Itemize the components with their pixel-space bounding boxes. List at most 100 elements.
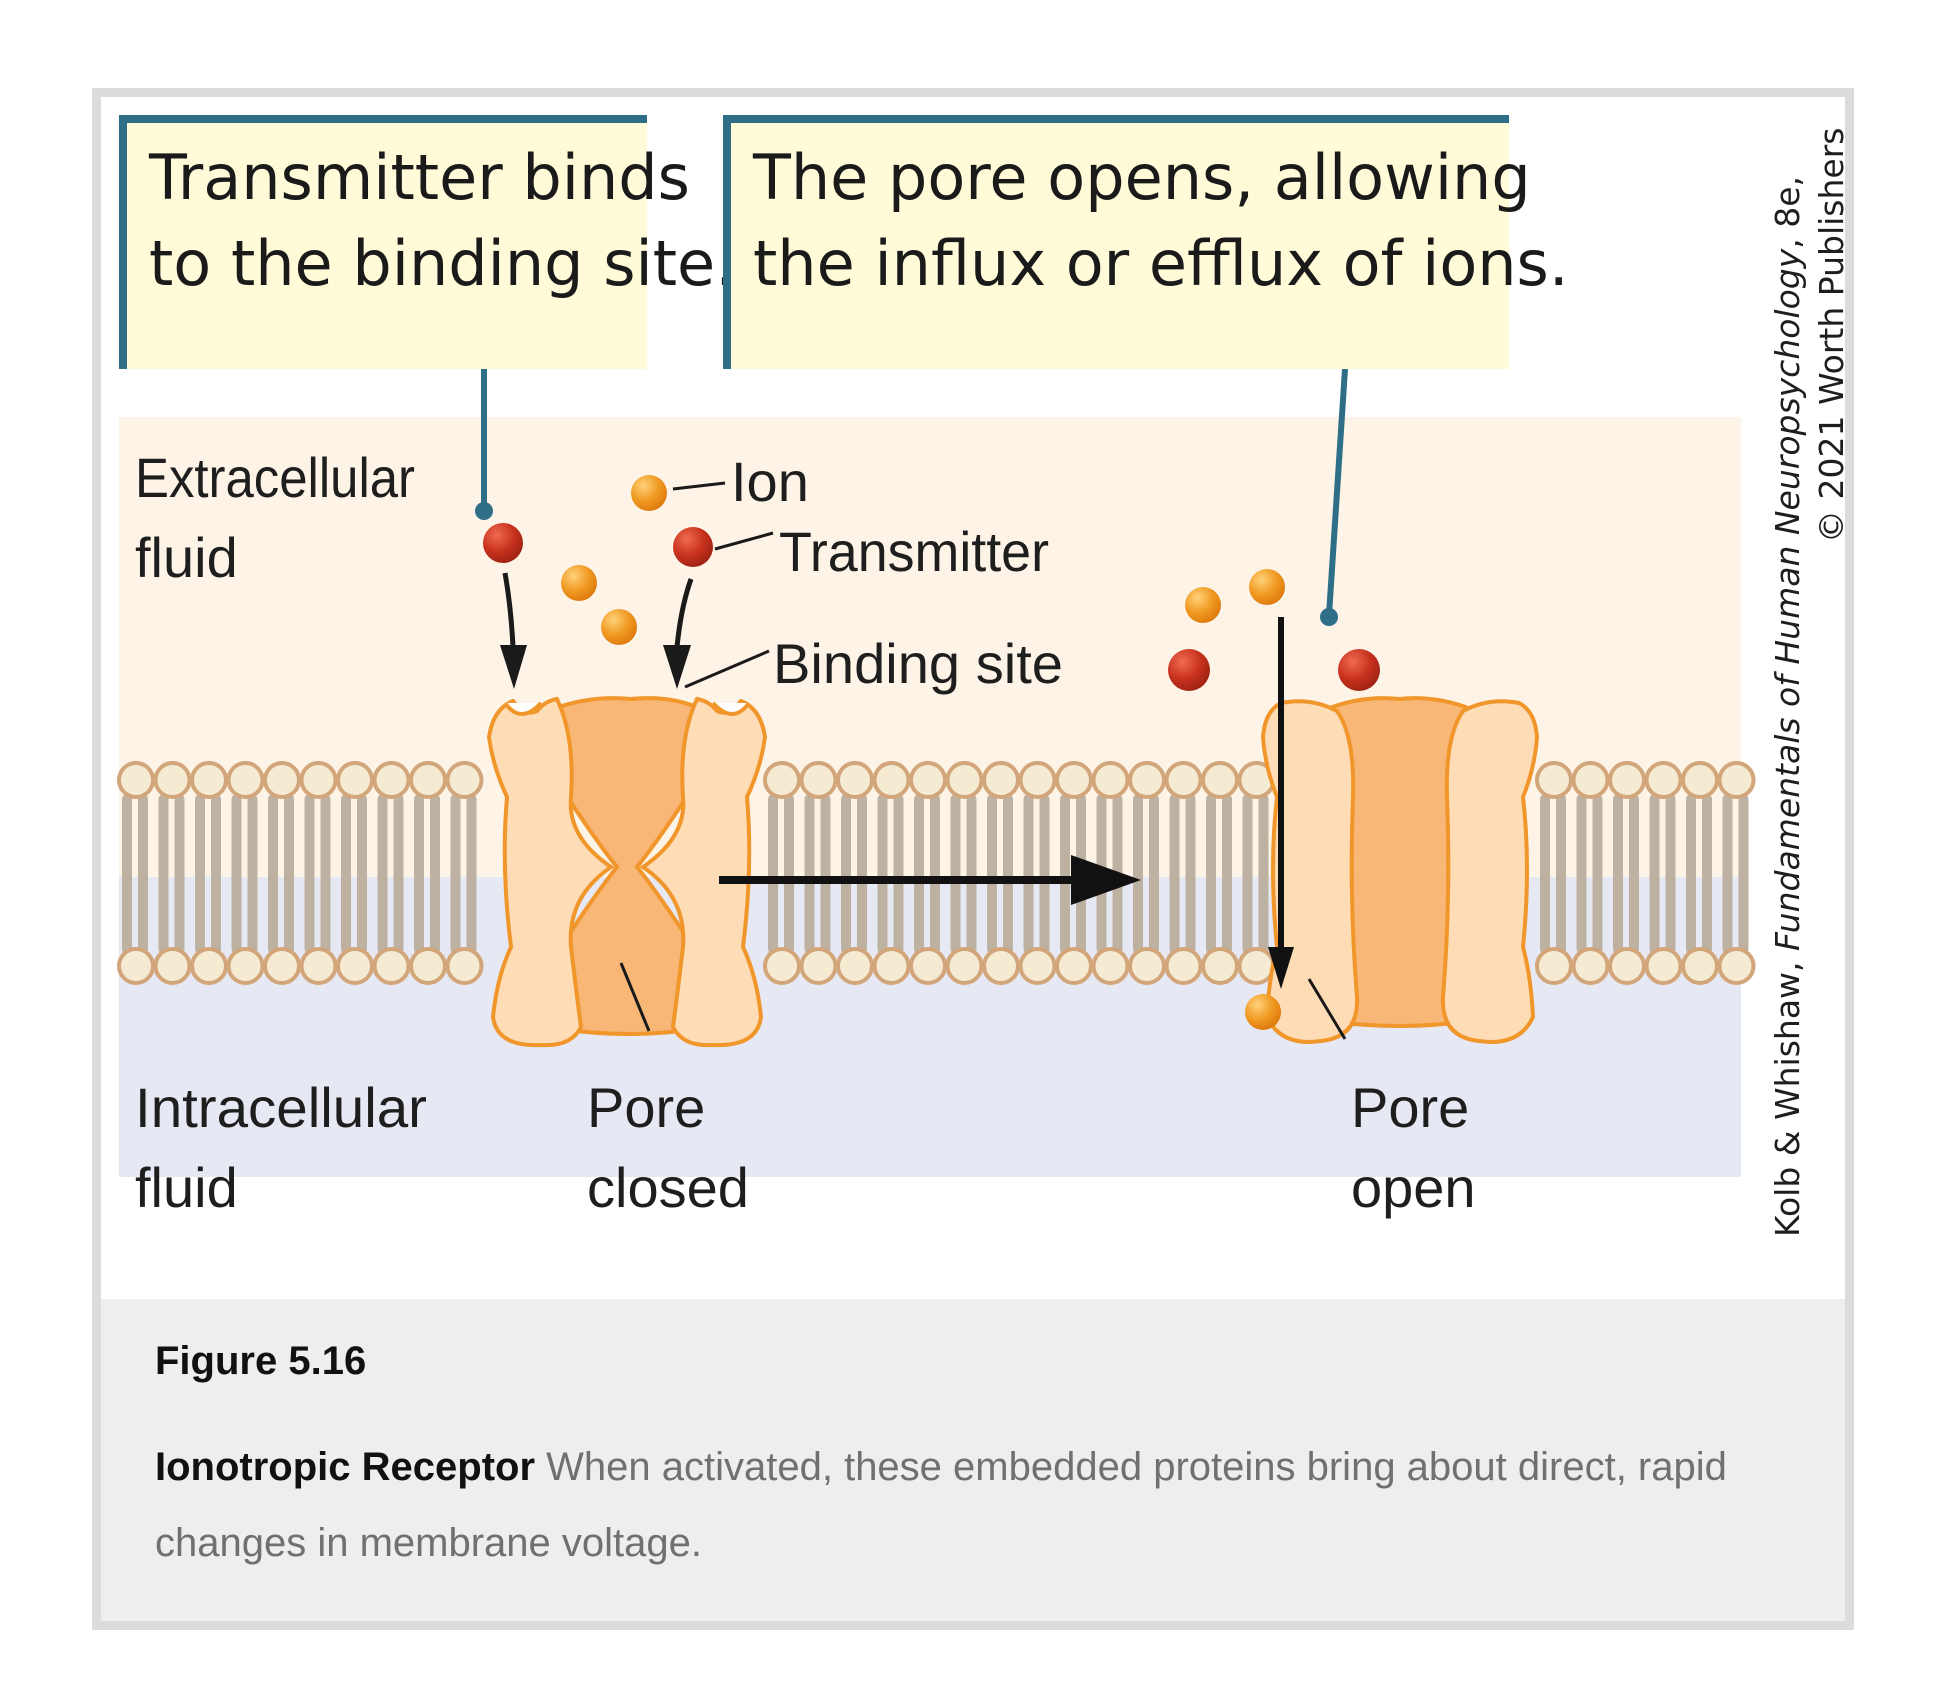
lipid-tail xyxy=(1629,862,1639,954)
lipid-head xyxy=(153,761,192,799)
lipid-head xyxy=(445,947,484,985)
credit-edition: , 8e, xyxy=(1768,176,1807,249)
lipid-tail xyxy=(430,862,440,954)
lipid-tail xyxy=(987,862,997,954)
lipid-tail xyxy=(966,862,977,954)
left-callout-connector-dot xyxy=(475,502,493,520)
lipid-head xyxy=(1535,947,1573,985)
transmitter-label: Transmitter xyxy=(779,520,1049,583)
lipid-tail xyxy=(1039,862,1050,954)
ion-particle xyxy=(1185,587,1221,623)
lipid-tail xyxy=(1738,862,1749,954)
lipid-head xyxy=(336,947,374,985)
right-callout-line1: The pore opens, allowing xyxy=(752,141,1531,214)
credit-line2: © 2021 Worth Publishers xyxy=(1812,128,1845,543)
lipid-tail xyxy=(1206,862,1216,954)
transmitter-leader-line xyxy=(714,531,774,551)
lipid-tail xyxy=(768,862,778,954)
lipid-head xyxy=(445,761,484,799)
lipid-head xyxy=(1201,761,1239,799)
lipid-tail xyxy=(804,862,815,954)
lipid-head xyxy=(1571,761,1610,799)
lipid-tail xyxy=(841,862,851,954)
lipid-tail xyxy=(1649,862,1660,954)
lipid-head xyxy=(299,761,338,799)
lipid-head xyxy=(1018,761,1057,799)
lipid-head xyxy=(336,761,374,799)
left-callout-box xyxy=(119,115,647,369)
closed-channel-right-subunit xyxy=(639,696,768,1048)
lipid-head xyxy=(117,761,155,799)
ion-label: Ion xyxy=(731,450,809,513)
credit-line1: Kolb & Whishaw, Fundamentals of Human Ne… xyxy=(1768,176,1807,1237)
lipid-head xyxy=(1128,761,1166,799)
lipid-head xyxy=(1164,761,1203,799)
lipid-head xyxy=(872,947,911,985)
left-callout-line1: Transmitter binds xyxy=(148,141,690,214)
lipid-head xyxy=(1055,947,1093,985)
binding-site-leader-line xyxy=(684,649,770,689)
ionotropic-receptor-diagram: Transmitter binds to the binding site. T… xyxy=(117,115,1851,1237)
lipid-tail xyxy=(784,862,794,954)
lipid-tail xyxy=(195,862,205,954)
transmitter-arrow-right xyxy=(674,578,694,648)
transmitter-particle xyxy=(673,527,713,567)
lipid-tail xyxy=(930,862,940,954)
right-callout-connector xyxy=(1326,368,1348,616)
lipid-tail xyxy=(1003,862,1013,954)
transition-arrow-head xyxy=(1071,855,1141,905)
open-channel-pore xyxy=(1325,696,1473,1028)
lipid-head xyxy=(1681,761,1719,799)
lipid-tail xyxy=(1169,862,1180,954)
lipid-head xyxy=(1608,761,1646,799)
lipid-tail xyxy=(1149,862,1159,954)
transmitter-particle xyxy=(483,523,523,563)
ion-flow-arrow-head xyxy=(1268,947,1294,989)
lipid-head xyxy=(1608,947,1646,985)
lipid-tail xyxy=(357,862,367,954)
closed-ion-channel xyxy=(486,696,768,1048)
lipid-head xyxy=(1717,947,1756,985)
lipid-tail xyxy=(284,862,294,954)
right-callout-left-border xyxy=(723,115,731,369)
lipid-head xyxy=(409,761,447,799)
lipid-head xyxy=(190,947,228,985)
figure-caption-text: Ionotropic Receptor When activated, thes… xyxy=(155,1429,1795,1581)
bound-transmitter-left xyxy=(1168,649,1210,691)
caption-title: Ionotropic Receptor xyxy=(155,1445,536,1489)
lipid-head xyxy=(409,947,447,985)
ion-particle xyxy=(561,565,597,601)
pore-closed-label-line1: Pore xyxy=(587,1076,705,1139)
lipid-head xyxy=(982,761,1020,799)
lipid-head xyxy=(1681,947,1719,985)
lipid-head xyxy=(763,947,801,985)
ion-particle xyxy=(601,609,637,645)
lipid-head xyxy=(1717,761,1756,799)
lipid-tail xyxy=(857,862,867,954)
lipid-tail xyxy=(1686,862,1696,954)
figure-frame: Transmitter binds to the binding site. T… xyxy=(92,88,1854,1630)
right-callout: The pore opens, allowing the influx or e… xyxy=(723,115,1569,369)
bound-transmitter-right xyxy=(1338,649,1380,691)
lipid-head xyxy=(872,761,911,799)
open-ion-channel xyxy=(1260,696,1540,1044)
lipid-tail xyxy=(211,862,221,954)
lipid-tail xyxy=(174,862,185,954)
lipid-head xyxy=(1055,761,1093,799)
lipid-tail xyxy=(320,862,331,954)
lipid-head xyxy=(1128,947,1166,985)
copyright-credit: Kolb & Whishaw, Fundamentals of Human Ne… xyxy=(1768,128,1851,1237)
figure-caption: Figure 5.16 Ionotropic Receptor When act… xyxy=(101,1299,1845,1621)
credit-authors: Kolb & Whishaw, xyxy=(1768,951,1807,1237)
open-channel-left-subunit xyxy=(1260,699,1360,1044)
lipid-tail xyxy=(1540,862,1550,954)
ion-label-particle xyxy=(631,475,667,511)
lipid-head xyxy=(836,947,874,985)
lipid-tail xyxy=(1222,862,1232,954)
transmitter-arrow-left xyxy=(502,572,516,648)
lipid-tail xyxy=(1576,862,1587,954)
left-callout-left-border xyxy=(119,115,127,369)
lipid-head xyxy=(945,947,984,985)
lipid-head xyxy=(1091,761,1130,799)
lipid-head xyxy=(1201,947,1239,985)
